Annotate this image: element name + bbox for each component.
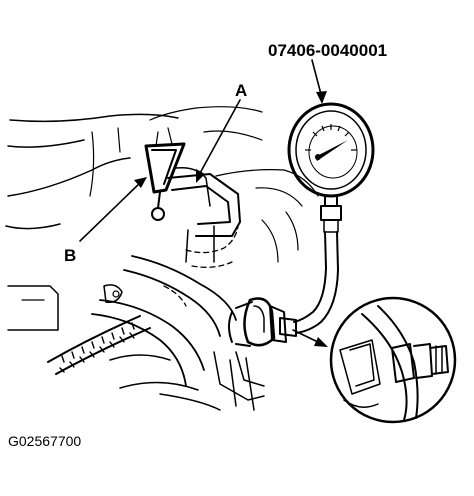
part-number-leader — [311, 59, 327, 104]
pressure-gauge — [287, 102, 375, 233]
callout-b-leader — [79, 177, 147, 242]
figure-id-label: G02567700 — [8, 433, 81, 449]
gauge-needle — [315, 140, 348, 161]
gauge-hose — [293, 231, 339, 334]
part-number-label: 07406-0040001 — [268, 41, 387, 60]
callout-a-leader — [196, 99, 241, 183]
detail-inset — [329, 296, 457, 424]
gauge-ticks — [305, 124, 357, 151]
callout-a-label: A — [235, 81, 247, 100]
hose-fitting — [228, 297, 297, 347]
callout-b-label: B — [64, 246, 76, 265]
engine-linework — [5, 106, 319, 411]
